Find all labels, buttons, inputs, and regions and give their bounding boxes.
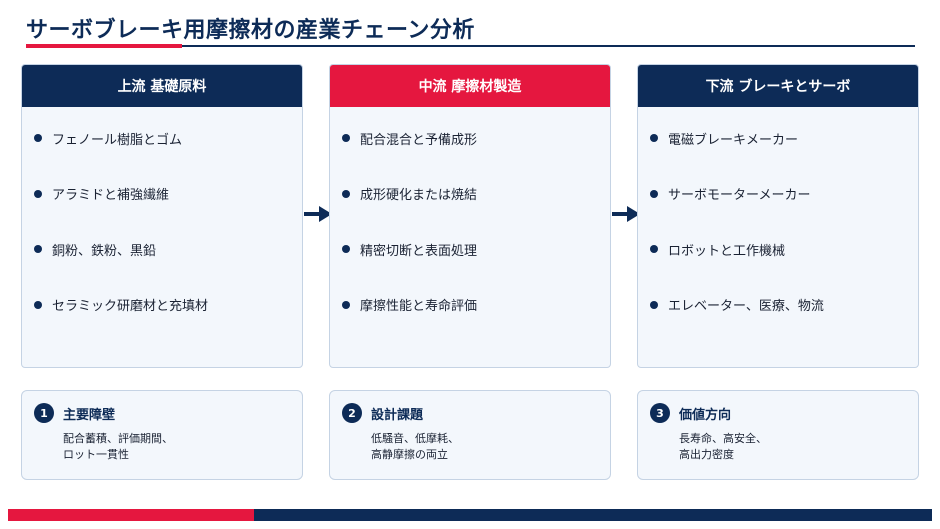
bullet-icon [342, 189, 350, 198]
value-direction-card: 3 価値方向 長寿命、高安全、 高出力密度 [637, 390, 919, 480]
card-text: 長寿命、高安全、 高出力密度 [679, 432, 767, 461]
card-text: 低騒音、低摩耗、 高静摩擦の両立 [371, 432, 459, 461]
list-item: セラミック研磨材と充填材 [34, 295, 290, 315]
midstream-column: 中流 摩擦材製造 配合混合と予備成形 成形硬化または焼結 精密切断と表面処理 摩… [329, 64, 611, 368]
downstream-header: 下流 ブレーキとサーボ [638, 65, 918, 107]
bullet-icon [650, 245, 658, 253]
list-item: ロボットと工作機械 [650, 239, 906, 259]
card-title: 主要障壁 [63, 408, 116, 423]
number-badge: 1 [34, 403, 54, 423]
midstream-header: 中流 摩擦材製造 [330, 65, 610, 107]
list-item: 配合混合と予備成形 [342, 128, 598, 148]
card-text: 配合蓄積、評価期間、 ロット一貫性 [63, 432, 173, 461]
arrow-right-icon [304, 206, 332, 222]
footer-bar-accent [8, 509, 254, 521]
bullet-icon [34, 189, 42, 198]
downstream-column: 下流 ブレーキとサーボ 電磁ブレーキメーカー サーボモーターメーカー ロボットと… [637, 64, 919, 368]
list-item: 精密切断と表面処理 [342, 239, 598, 259]
list-item: 摩擦性能と寿命評価 [342, 295, 598, 315]
number-badge: 2 [342, 403, 362, 423]
list-item: エレベーター、医療、物流 [650, 295, 906, 315]
midstream-list: 配合混合と予備成形 成形硬化または焼結 精密切断と表面処理 摩擦性能と寿命評価 [330, 128, 610, 315]
card-title: 設計課題 [371, 408, 424, 423]
bullet-icon [342, 245, 350, 253]
list-item: 成形硬化または焼結 [342, 184, 598, 204]
upstream-header: 上流 基礎原料 [22, 65, 302, 107]
bullet-icon [342, 134, 350, 142]
title-underline [182, 45, 915, 47]
bullet-icon [650, 300, 658, 309]
card-title: 価値方向 [679, 408, 732, 423]
bullet-icon [342, 300, 350, 309]
list-item: 電磁ブレーキメーカー [650, 128, 906, 148]
bullet-icon [650, 134, 658, 142]
list-item: サーボモーターメーカー [650, 184, 906, 204]
upstream-column: 上流 基礎原料 フェノール樹脂とゴム アラミドと補強繊維 銅粉、鉄粉、黒鉛 セラ… [21, 64, 303, 368]
bullet-icon [34, 245, 42, 253]
barrier-card: 1 主要障壁 配合蓄積、評価期間、 ロット一貫性 [21, 390, 303, 480]
bullet-icon [34, 134, 42, 142]
list-item: 銅粉、鉄粉、黒鉛 [34, 239, 290, 259]
design-challenge-card: 2 設計課題 低騒音、低摩耗、 高静摩擦の両立 [329, 390, 611, 480]
page-title: サーボブレーキ用摩擦材の産業チェーン分析 [26, 18, 475, 43]
bullet-icon [650, 189, 658, 198]
list-item: フェノール樹脂とゴム [34, 128, 290, 148]
title-underline-accent [26, 44, 182, 48]
bullet-icon [34, 300, 42, 309]
footer-bar [254, 509, 932, 521]
downstream-list: 電磁ブレーキメーカー サーボモーターメーカー ロボットと工作機械 エレベーター、… [638, 128, 918, 315]
list-item: アラミドと補強繊維 [34, 184, 290, 204]
upstream-list: フェノール樹脂とゴム アラミドと補強繊維 銅粉、鉄粉、黒鉛 セラミック研磨材と充… [22, 128, 302, 315]
arrow-right-icon [612, 206, 640, 222]
number-badge: 3 [650, 403, 670, 423]
